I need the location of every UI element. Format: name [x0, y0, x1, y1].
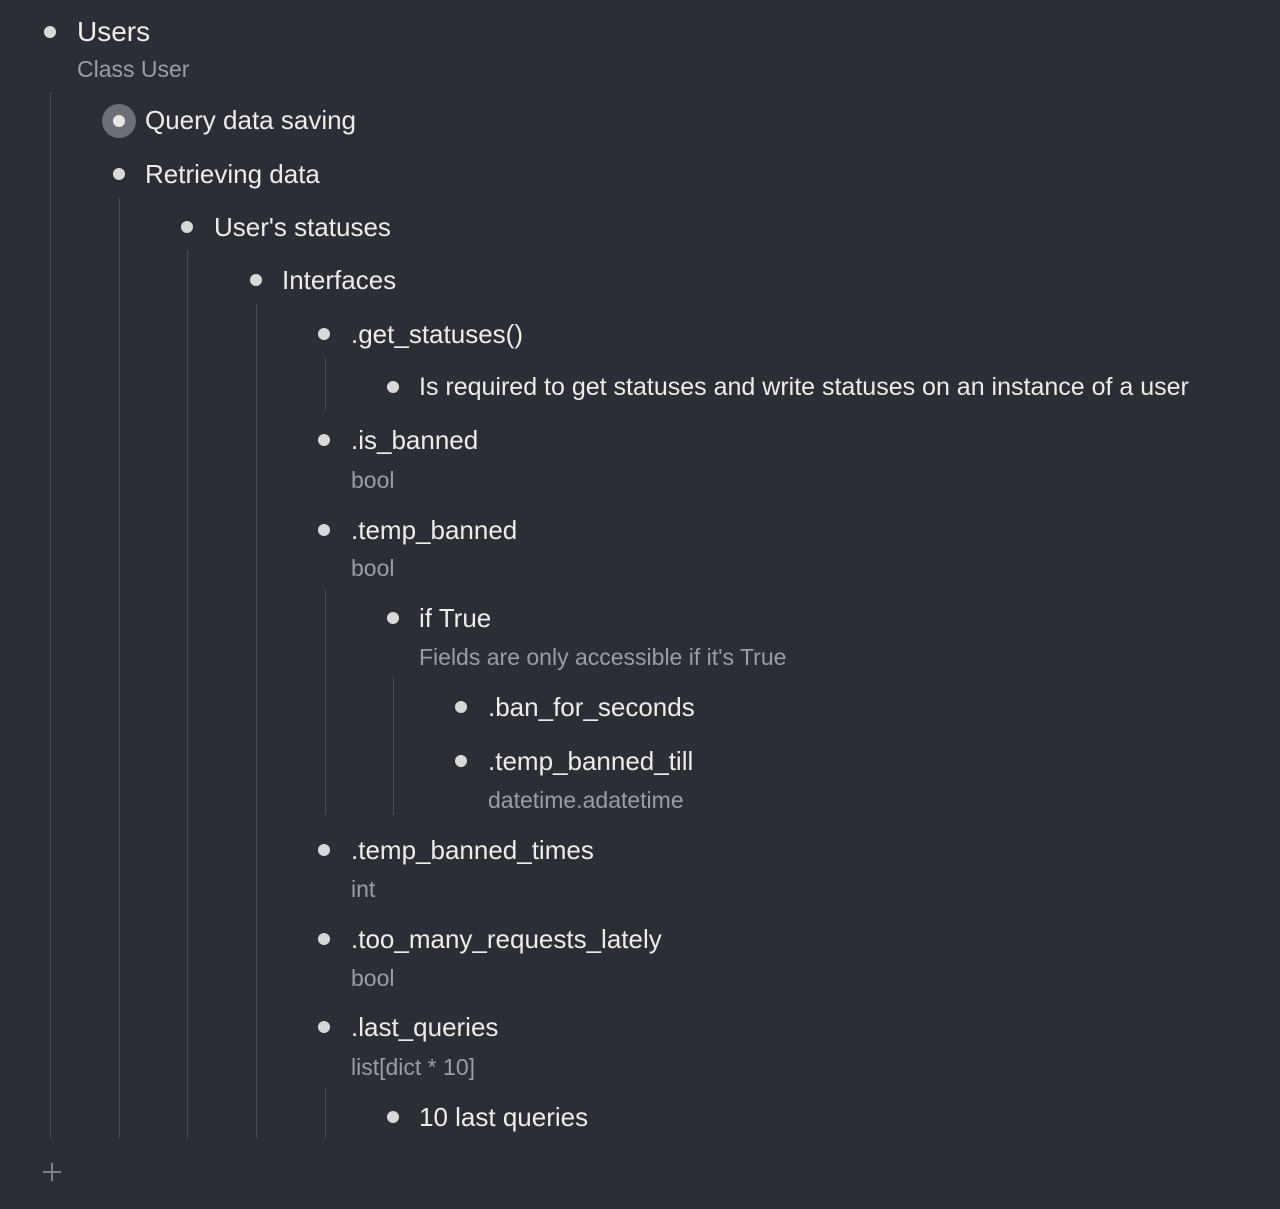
collapsed-bullet-icon[interactable] [102, 104, 136, 138]
bullet-dot-icon[interactable] [250, 274, 262, 286]
item-title[interactable]: if True [419, 603, 492, 633]
guide-line-if-true [393, 678, 394, 815]
item-note[interactable]: bool [351, 965, 395, 991]
guide-line-last-queries [325, 1088, 326, 1138]
item-note[interactable]: bool [351, 555, 395, 581]
item-title[interactable]: .last_queries [351, 1012, 499, 1042]
item-note[interactable]: list[dict * 10] [351, 1054, 475, 1080]
bullet-dot-icon[interactable] [455, 755, 467, 767]
guide-line-temp-banned [325, 590, 326, 815]
item-title[interactable]: Interfaces [282, 265, 397, 295]
item-title[interactable]: Retrieving data [145, 159, 320, 189]
bullet-dot-icon[interactable] [113, 168, 125, 180]
bullet-dot-icon[interactable] [387, 381, 399, 393]
item-title[interactable]: .temp_banned [351, 515, 518, 545]
bullet-dot-icon[interactable] [455, 701, 467, 713]
item-title[interactable]: User's statuses [214, 212, 391, 242]
item-note[interactable]: datetime.adatetime [488, 787, 684, 813]
guide-line-level-2 [187, 250, 188, 1138]
item-title[interactable]: Users [77, 16, 151, 47]
item-title[interactable]: Query data saving [145, 105, 357, 135]
item-title[interactable]: .temp_banned_till [488, 746, 694, 776]
item-title[interactable]: 10 last queries [419, 1102, 589, 1132]
bullet-dot-icon[interactable] [318, 933, 330, 945]
bullet-dot-icon[interactable] [318, 434, 330, 446]
item-note[interactable]: int [351, 876, 376, 902]
bullet-dot-icon[interactable] [181, 221, 193, 233]
item-title[interactable]: .get_statuses() [351, 319, 523, 349]
bullet-dot-icon[interactable] [318, 524, 330, 536]
item-note[interactable]: Class User [77, 56, 190, 82]
item-title[interactable]: Is required to get statuses and write st… [419, 373, 1189, 401]
item-note[interactable]: bool [351, 467, 395, 493]
item-title[interactable]: .is_banned [351, 425, 479, 455]
guide-line-level-3 [256, 304, 257, 1138]
item-note[interactable]: Fields are only accessible if it's True [419, 644, 787, 670]
bullet-dot-icon[interactable] [44, 26, 56, 38]
guide-line-level-0 [50, 92, 51, 1138]
bullet-dot-icon[interactable] [318, 328, 330, 340]
plus-icon[interactable] [38, 1158, 66, 1186]
item-title[interactable]: .temp_banned_times [351, 835, 594, 865]
guide-line-get-statuses [325, 358, 326, 410]
guide-line-level-1 [119, 198, 120, 1138]
item-title[interactable]: .too_many_requests_lately [351, 924, 662, 954]
bullet-dot-icon[interactable] [387, 1111, 399, 1123]
item-title[interactable]: .ban_for_seconds [488, 692, 695, 722]
bullet-dot-icon[interactable] [318, 1021, 330, 1033]
bullet-dot-icon[interactable] [387, 612, 399, 624]
bullet-dot-icon[interactable] [318, 844, 330, 856]
